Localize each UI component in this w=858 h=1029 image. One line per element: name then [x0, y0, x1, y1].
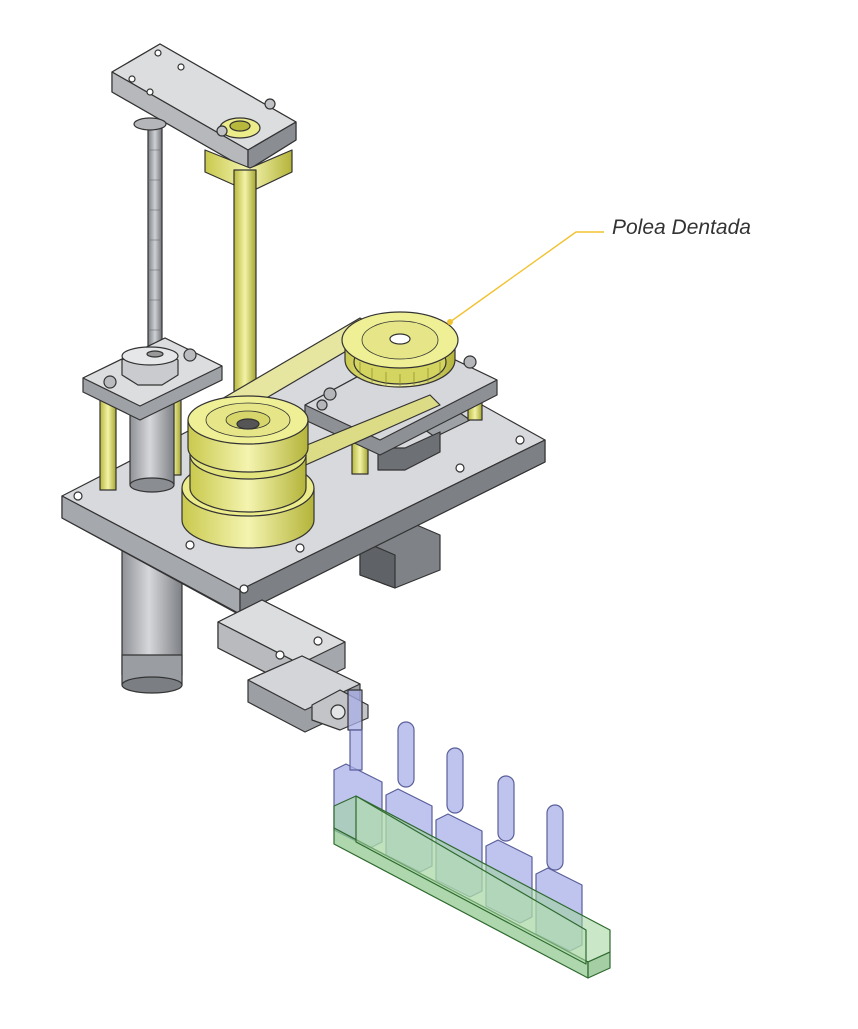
large-pulley-stack	[181, 395, 315, 549]
callout-leader	[449, 231, 604, 323]
lead-screw	[147, 124, 163, 361]
left-guide-bracket	[82, 337, 223, 493]
callout-leader-dot	[447, 319, 453, 325]
vial-tray	[333, 795, 611, 979]
gripper-assembly	[217, 599, 369, 733]
toothed-pulley	[341, 311, 459, 388]
callout-label: Polea Dentada	[612, 216, 751, 239]
top-bracket	[111, 43, 297, 193]
